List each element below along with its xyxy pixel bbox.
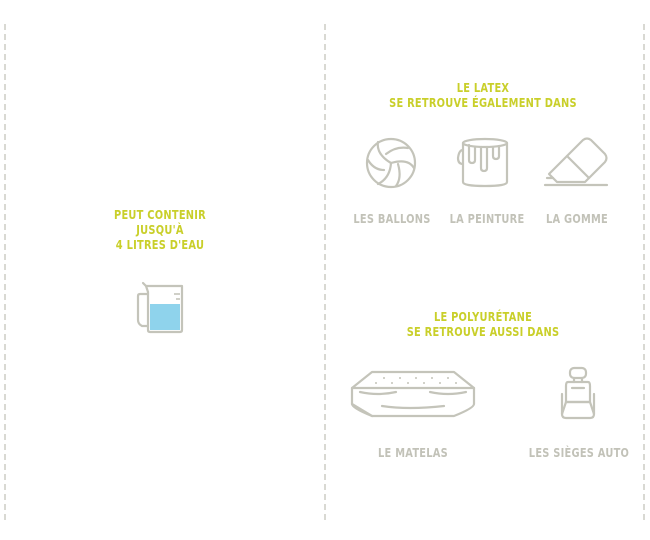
polyurethane-heading: LE POLYURÉTANE SE RETROUVE AUSSI DANS — [385, 310, 582, 340]
label-paint: LA PEINTURE — [449, 212, 525, 226]
eraser-icon — [543, 134, 611, 190]
volleyball-icon — [364, 136, 418, 190]
label-eraser: LA GOMME — [545, 212, 609, 226]
divider-right — [643, 24, 645, 520]
left-heading: PEUT CONTENIR JUSQU'À 4 LITRES D'EAU — [78, 208, 242, 253]
car-seat-icon — [556, 366, 600, 422]
paint-can-icon — [455, 136, 515, 190]
label-mattress: LE MATELAS — [378, 446, 448, 460]
polyurethane-heading-line-2: SE RETROUVE AUSSI DANS — [406, 325, 560, 339]
label-balloons: LES BALLONS — [353, 212, 431, 226]
latex-heading-line-2: SE RETROUVE ÉGALEMENT DANS — [389, 96, 577, 110]
divider-left — [4, 24, 6, 520]
left-heading-line-1: PEUT CONTENIR — [114, 208, 206, 222]
latex-heading-line-1: LE LATEX — [456, 81, 510, 95]
mattress-icon — [348, 368, 478, 420]
left-heading-line-2: JUSQU'À — [136, 223, 184, 237]
measuring-jug-icon — [134, 280, 190, 336]
label-car-seats: LES SIÈGES AUTO — [528, 446, 630, 460]
polyurethane-heading-line-1: LE POLYURÉTANE — [433, 310, 533, 324]
left-heading-line-3: 4 LITRES D'EAU — [115, 238, 205, 252]
latex-heading: LE LATEX SE RETROUVE ÉGALEMENT DANS — [385, 81, 582, 111]
divider-middle — [324, 24, 326, 520]
